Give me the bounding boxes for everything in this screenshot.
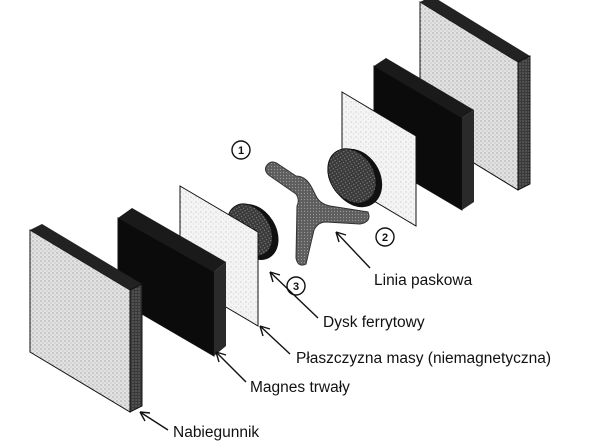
label-permanent-magnet: Magnes trwały — [250, 379, 350, 396]
permanent-magnet-back — [373, 58, 474, 211]
port-number: 2 — [382, 232, 388, 244]
port-number: 3 — [293, 281, 299, 293]
port-marker-1: 1 — [231, 140, 251, 160]
port-marker-2: 2 — [375, 227, 395, 247]
leader-arrow-pole-piece — [139, 411, 169, 431]
leader-arrow-magnet — [215, 351, 247, 383]
pole-piece-front — [29, 224, 143, 413]
permanent-magnet-front — [117, 208, 226, 357]
port-marker-3: 3 — [286, 276, 306, 296]
leader-arrow-strip-line — [335, 231, 371, 269]
ferrite-disk-back — [327, 148, 383, 208]
label-pole-piece: Nabiegunnik — [173, 424, 259, 441]
leader-arrow-ground-plane — [259, 325, 291, 355]
label-ground-plane: Płaszczyzna masy (niemagnetyczna) — [296, 350, 551, 367]
strip-line — [264, 161, 370, 266]
label-strip-line: Linia paskowa — [374, 272, 473, 289]
leader-arrow-ferrite-disk — [269, 271, 319, 319]
label-ferrite-disk: Dysk ferrytowy — [323, 314, 425, 331]
port-number: 1 — [238, 145, 244, 157]
